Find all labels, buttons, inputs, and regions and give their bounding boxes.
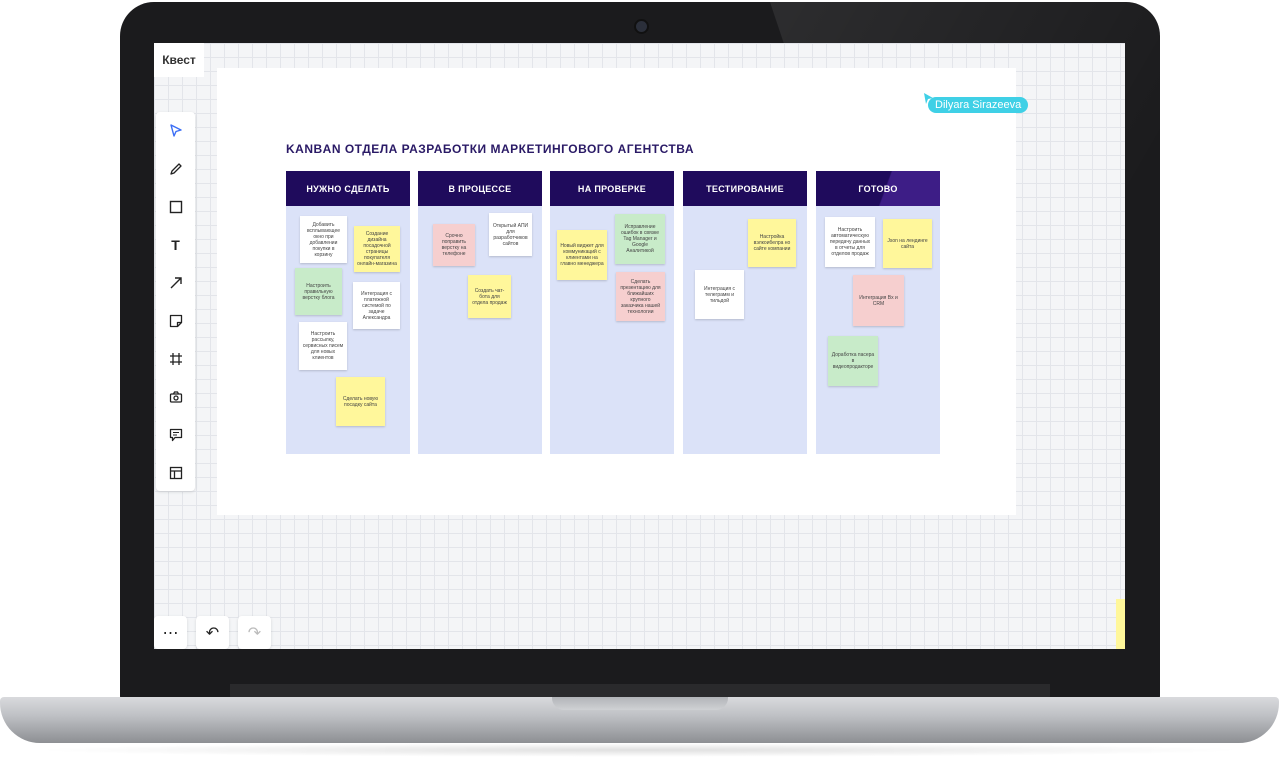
frame-icon[interactable] (156, 340, 195, 378)
arrow-icon[interactable] (156, 264, 195, 302)
kanban-column-in-progress[interactable]: В ПРОЦЕССЕ Срочно поправить верстку на т… (418, 171, 542, 454)
sticky-note[interactable]: Json на лендинге сайта (883, 219, 932, 268)
sticky-note[interactable]: Настроить правильную верстку блога (295, 268, 342, 315)
tools-toolbar: T (156, 112, 195, 491)
column-header: В ПРОЦЕССЕ (418, 171, 542, 206)
undo-button[interactable]: ↶ (196, 616, 229, 649)
sticky-note[interactable]: Интеграция Bx и CRM (853, 275, 904, 326)
sticky-note[interactable]: Сделать новую посадку сайта (336, 377, 385, 426)
offscreen-sticky-note[interactable] (1116, 599, 1125, 649)
column-header: НУЖНО СДЕЛАТЬ (286, 171, 410, 206)
sticky-note-icon[interactable] (156, 302, 195, 340)
sticky-note[interactable]: Создание дизайна посадочной страницы пок… (354, 226, 400, 272)
kanban-title[interactable]: KANBAN ОТДЕЛА РАЗРАБОТКИ МАРКЕТИНГОВОГО … (286, 142, 694, 156)
more-options-button[interactable]: ⋯ (154, 616, 187, 649)
laptop-bezel-bottom (230, 684, 1050, 700)
camera-icon[interactable] (156, 378, 195, 416)
template-icon[interactable] (156, 454, 195, 492)
collaborator-name-badge: Dilyara Sirazeeva (928, 97, 1029, 113)
sticky-note[interactable]: Интеграция с платежной системой по задач… (353, 282, 400, 329)
whiteboard-canvas[interactable]: Квест Dilyara Sirazeeva KANBAN ОТДЕЛА РА… (154, 43, 1125, 649)
sticky-note[interactable]: Создать чат-бота для отдела продаж (468, 275, 511, 318)
sticky-note[interactable]: Настроить рассылку, сервисных писем для … (299, 322, 347, 370)
laptop-base-notch (552, 697, 728, 710)
sticky-note[interactable]: Новый виджет для коммуникаций с клиентам… (557, 230, 607, 280)
column-header: ГОТОВО (816, 171, 940, 206)
webcam-icon (634, 19, 649, 34)
comment-icon[interactable] (156, 416, 195, 454)
kanban-column-testing[interactable]: ТЕСТИРОВАНИЕ Настройка вэлкоибелра но са… (683, 171, 807, 454)
sticky-note[interactable]: Интеграция с телеграмм и тильдой (695, 270, 744, 319)
sticky-note[interactable]: Добавить всплывающее окно при добавлении… (300, 216, 347, 263)
sticky-note[interactable]: Открытый АПИ для разработчиков сайтов (489, 213, 532, 256)
kanban-column-done[interactable]: ГОТОВО Настроить автоматическую передачу… (816, 171, 940, 454)
text-icon[interactable]: T (171, 237, 180, 253)
sticky-note[interactable]: Исправление ошибок в связке Tag Manager … (615, 214, 665, 264)
pen-icon[interactable] (156, 150, 195, 188)
laptop-shadow (30, 743, 1249, 757)
board-title[interactable]: Квест (154, 43, 204, 77)
column-header: ТЕСТИРОВАНИЕ (683, 171, 807, 206)
kanban-column-review[interactable]: НА ПРОВЕРКЕ Новый виджет для коммуникаци… (550, 171, 674, 454)
sticky-note[interactable]: Срочно поправить верстку на телефоне (433, 224, 475, 266)
sticky-note[interactable]: Сделать презентацию для ближайших крупно… (616, 272, 665, 321)
column-header: НА ПРОВЕРКЕ (550, 171, 674, 206)
sticky-note[interactable]: Настроить автоматическую передачу данных… (825, 217, 875, 267)
select-icon[interactable] (156, 112, 195, 150)
rectangle-icon[interactable] (156, 188, 195, 226)
collaborator-cursor-icon (924, 93, 934, 105)
sticky-note[interactable]: Доработка пасера в видеопродакторе (828, 336, 878, 386)
sticky-note[interactable]: Настройка вэлкоибелра но сайте компании (748, 219, 796, 267)
redo-button[interactable]: ↷ (238, 616, 271, 649)
kanban-column-todo[interactable]: НУЖНО СДЕЛАТЬ Добавить всплывающее окно … (286, 171, 410, 454)
